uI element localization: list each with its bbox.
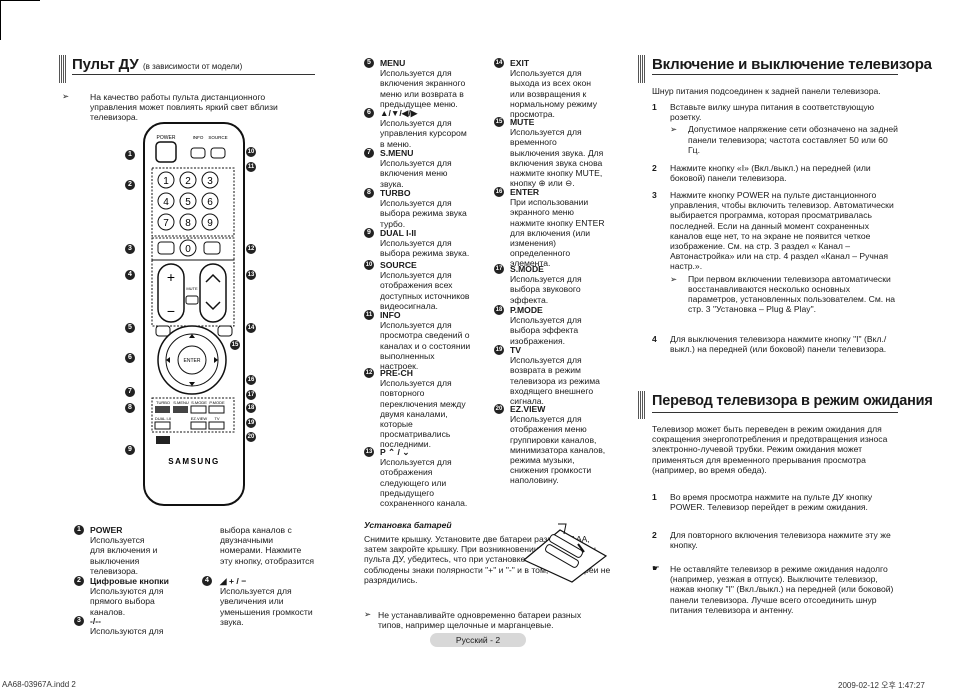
hand-icon: ☛ [652, 563, 660, 573]
menu-button [155, 325, 171, 337]
svg-text:2: 2 [185, 176, 191, 187]
dash-button [157, 241, 175, 255]
title-note: (в зависимости от модели) [142, 62, 243, 71]
list-item: 4 ◢ + / − Используется для увеличения ил… [202, 576, 320, 627]
enter-button [177, 345, 207, 375]
svg-text:DUAL I-II: DUAL I-II [155, 416, 171, 421]
battery-note: ➢ Не устанавливайте одновременно батареи… [364, 609, 582, 631]
list-item: 6 ▲/▼/◀/▶Используется для управления кур… [364, 108, 480, 149]
page-number: Русский - 2 [430, 633, 526, 647]
svg-text:3: 3 [207, 176, 213, 187]
svg-text:5: 5 [185, 197, 191, 208]
prech-button [203, 241, 221, 255]
sec2-step: 2 Для повторного включения телевизора на… [652, 530, 891, 551]
divider [72, 74, 315, 75]
section-title: Включение и выключение телевизора [652, 56, 932, 73]
remote-note: ➢ На качество работы пульта дистанционно… [62, 91, 278, 123]
battery-title: Установка батарей [364, 520, 452, 530]
arrow-icon: ➢ [62, 91, 70, 101]
sec1-step: 4 Для выключения телевизора нажмите кноп… [652, 334, 887, 355]
divider [652, 74, 898, 75]
print-footer-date: 2009-02-12 오후 1:47:27 [838, 681, 925, 690]
source-button [210, 147, 226, 159]
divider [652, 412, 898, 413]
svg-text:1: 1 [163, 176, 169, 187]
svg-text:TV: TV [214, 416, 219, 421]
svg-text:0: 0 [185, 244, 191, 255]
mute-button [185, 295, 199, 305]
arrow-icon: ➢ [364, 609, 372, 619]
heading-bar [638, 391, 646, 419]
sec1-step: 2 Нажмите кнопку «I» (Вкл./выкл.) на пер… [652, 163, 871, 184]
list-continuation: выбора каналов с двузначными номерами. Н… [220, 525, 315, 566]
power-button [155, 141, 177, 163]
sec1-step: 3 Нажмите кнопку POWER на пульте дистанц… [652, 190, 896, 315]
sec2-note: ☛ Не оставляйте телевизор в режиме ожида… [652, 563, 894, 615]
svg-text:SAMSUNG: SAMSUNG [168, 457, 219, 466]
svg-text:6: 6 [207, 197, 213, 208]
page-title: Пульт ДУ (в зависимости от модели) [72, 56, 243, 73]
battery-text: Снимите крышку. Установите две батареи р… [364, 534, 611, 585]
svg-text:S.MENU: S.MENU [173, 400, 189, 405]
sec1-step: 1 Вставьте вилку шнура питания в соответ… [652, 102, 898, 155]
svg-text:EZ.VIEW: EZ.VIEW [191, 416, 208, 421]
svg-text:S.MODE: S.MODE [191, 400, 207, 405]
info-button [190, 147, 206, 159]
svg-text:INFO: INFO [193, 135, 204, 140]
remote-control: POWER INFO SOURCE 1 2 3 4 5 6 7 8 9 0 + … [143, 122, 245, 506]
svg-text:4: 4 [163, 197, 169, 208]
svg-text:SOURCE: SOURCE [208, 135, 227, 140]
heading-bar [638, 55, 646, 83]
svg-text:TURBO: TURBO [156, 400, 170, 405]
print-footer-file: AA68-03967A.indd 2 [2, 680, 76, 689]
power-label: POWER [157, 135, 176, 141]
section-title: Перевод телевизора в режим ожидания [652, 393, 933, 409]
svg-text:MUTE: MUTE [186, 286, 198, 291]
svg-text:8: 8 [185, 218, 191, 229]
list-item: 1 POWER Используется для включения и вык… [74, 525, 190, 576]
zero-button [179, 239, 197, 257]
svg-text:P.MODE: P.MODE [209, 400, 225, 405]
sec2-step: 1 Во время просмотра нажмите на пульте Д… [652, 492, 873, 513]
sec2-intro: Телевизор может быть переведен в режим о… [652, 424, 888, 475]
exit-button [217, 325, 233, 337]
svg-text:ENTER: ENTER [184, 358, 201, 364]
sec1-intro: Шнур питания подсоединен к задней панели… [652, 86, 881, 96]
battery-illustration [522, 523, 608, 583]
list-item: 13 P ⌃ / ⌄Используется для отображения с… [364, 447, 468, 509]
svg-text:+: + [167, 269, 175, 285]
list-item: 2 Цифровые кнопки Используются для прямо… [74, 576, 190, 617]
svg-text:9: 9 [207, 218, 213, 229]
list-item: 3 -/-- Используются для [74, 616, 190, 636]
svg-text:7: 7 [163, 218, 169, 229]
svg-text:−: − [167, 303, 175, 319]
heading-bar [59, 55, 67, 83]
